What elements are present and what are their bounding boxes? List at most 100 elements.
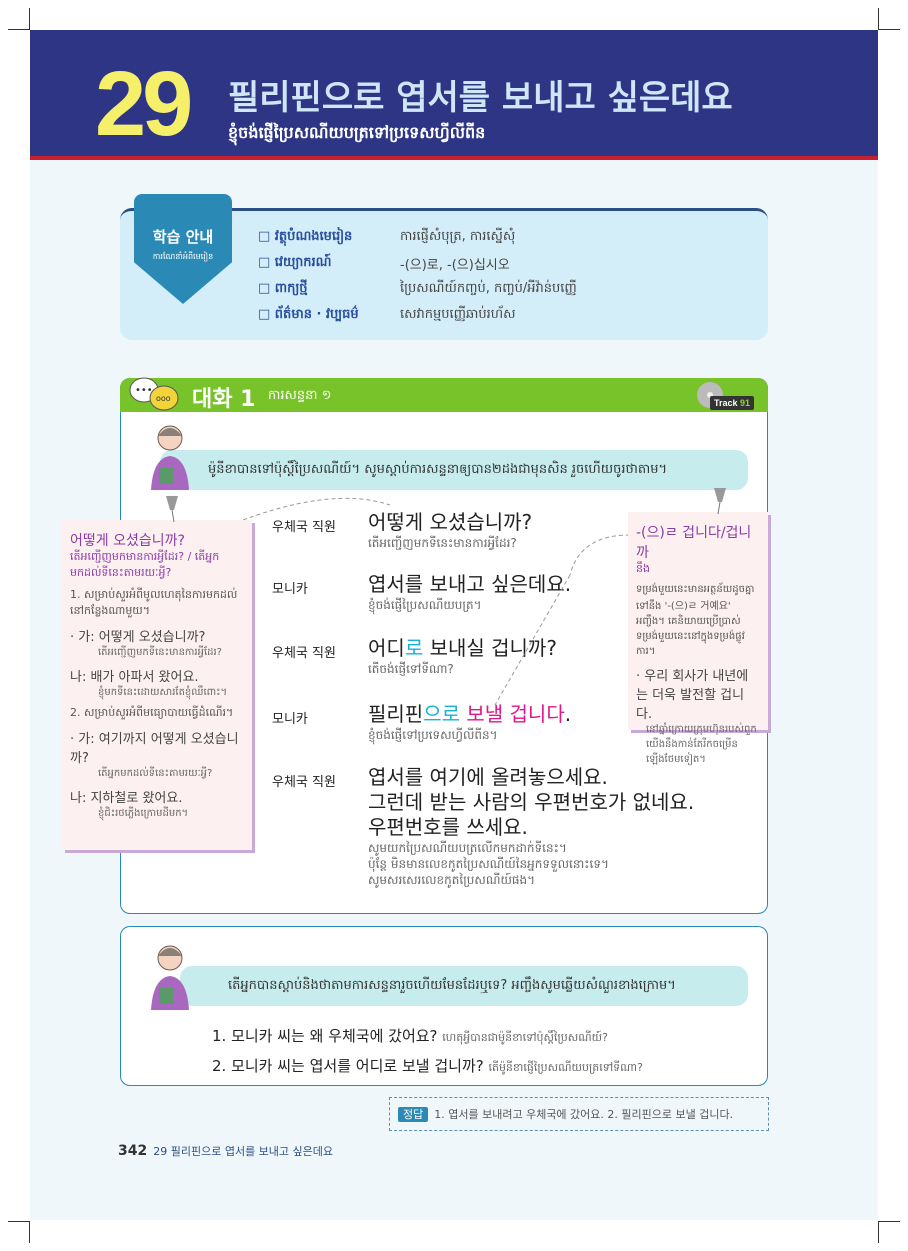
track-number: 91 [740, 398, 751, 408]
grammar-highlight: 으로 [423, 702, 461, 726]
note-title: 어떻게 오셨습니까? [70, 533, 185, 549]
line-korean: 필리핀으로 보낼 겁니다. [368, 702, 571, 727]
question-korean: 2. 모니카 씨는 엽서를 어디로 보낼 겁니까? [212, 1057, 484, 1075]
crop-mark [878, 8, 900, 30]
line-korean: 그런데 받는 사람의 우편번호가 없네요. [368, 790, 695, 814]
grammar-highlight: 로 [404, 636, 424, 660]
svg-text:•••: ••• [135, 385, 153, 396]
questions-panel [120, 926, 768, 1086]
dashed-connectors [229, 497, 631, 706]
guide-item: □ ពាក្យថ្មី ប្រៃសណីយ៍កញ្ចប់, កញ្ចប់/អីវ៉ា… [258, 280, 577, 299]
note-example: · 가: 여기까지 어떻게 오셨습니까? [70, 732, 239, 766]
guide-label: □ វត្ថុបំណងមេរៀន [258, 229, 353, 244]
track-button[interactable]: Track 91 [710, 396, 755, 410]
line-korean: 엽서를 여기에 올려놓으세요. [368, 765, 608, 789]
note-example: · 우리 회사가 내년에는 더욱 발전할 겁니다. [636, 669, 749, 722]
note-title: -(으)ㄹ 겁니다/겁니까 [636, 525, 752, 561]
guide-item: □ ព័ត៌មាន · វប្បធម៌ សេវាកម្មបញ្ញើឆាប់រហ័ស [258, 306, 516, 325]
dialogue-title: 대화 1 [192, 387, 256, 412]
speaker: 모니카 [272, 582, 308, 597]
answer-box: 정답 1. 엽서를 보내려고 우체국에 갔어요. 2. 필리핀으로 보낼 겁니다. [389, 1097, 769, 1131]
crop-mark [878, 1221, 900, 1243]
svg-text:ooo: ooo [156, 394, 171, 403]
page-number: 342 [118, 1143, 148, 1159]
dialogue-title-sub: ការសន្ទនា ១ [268, 388, 332, 403]
question-khmer: ហេតុអ្វីបានជាម៉ូនីខាទៅប៉ុស្តិ៍ប្រៃសណីយ៍? [442, 1031, 608, 1044]
guide-tag-label: 학습 안내 [152, 228, 214, 246]
teacher-avatar-icon [151, 945, 189, 1010]
guide-item: □ វត្ថុបំណងមេរៀន ការផ្ញើសំបុត្រ, ការស្នើស… [258, 228, 515, 247]
line-khmer: តើអញ្ជើញមកទីនេះមានការអ្វីដែរ? [368, 536, 517, 550]
text: 어디 [368, 636, 405, 660]
question-korean: 1. 모니카 씨는 왜 우체국에 갔어요? [212, 1027, 438, 1045]
footer-title: 29 필리핀으로 엽서를 보내고 싶은데요 [153, 1145, 334, 1158]
line-korean: 어디로 보내실 겁니까? [368, 636, 557, 661]
page-footer: 342 29 필리핀으로 엽서를 보내고 싶은데요 [118, 1143, 333, 1159]
line-khmer: ប៉ុន្តែ មិនមានលេខកូតប្រៃសណីយ៍នៃអ្នកទទួលន… [368, 857, 609, 871]
text: . [564, 702, 572, 726]
guide-value: ប្រៃសណីយ៍កញ្ចប់, កញ្ចប់/អីវ៉ាន់បញ្ញើ [400, 281, 577, 296]
speech-bubbles-icon: •••ooo [129, 377, 179, 411]
crop-mark [8, 1221, 30, 1243]
dialogue-line: 우체국 직원 엽서를 여기에 올려놓으세요.그런데 받는 사람의 우편번호가 없네… [272, 765, 694, 888]
note-example-khmer: ខ្ញុំមកទីនេះដោយសារតែខ្ញុំឈឺពោះ។ [98, 687, 228, 698]
line-khmer: ខ្ញុំចង់ផ្ញើប្រៃសណីយបត្រ។ [368, 598, 482, 612]
dialogue-line: 모니카 엽서를 보내고 싶은데요. ខ្ញុំចង់ផ្ញើប្រៃសណីយបត្រ… [272, 572, 571, 613]
guide-label: □ ពាក្យថ្មី [258, 281, 308, 296]
question-item: 2. 모니카 씨는 엽서를 어디로 보낼 겁니까? តើម៉ូនីខាផ្ញើប… [212, 1055, 643, 1077]
guide-label: □ វេយ្យាករណ៍ [258, 255, 332, 270]
answer-text: 1. 엽서를 보내려고 우체국에 갔어요. 2. 필리핀으로 보낼 겁니다. [434, 1108, 734, 1121]
lesson-banner: 29 필리핀으로 엽서를 보내고 싶은데요 ខ្ញុំចង់ផ្ញើប្រៃសណ… [30, 30, 878, 160]
guide-value: ការផ្ញើសំបុត្រ, ការស្នើសុំ [400, 229, 516, 244]
line-khmer: ខ្ញុំចង់ផ្ញើទៅប្រទេសហ្វីលីពីន។ [368, 728, 498, 742]
speaker: 우체국 직원 [272, 520, 336, 535]
crop-mark [8, 8, 30, 30]
note-example: 나: 배가 아파서 왔어요. [70, 670, 199, 685]
note-title-khmer: តើអញ្ជើញមកមានការអ្វីដែរ? / តើអ្នកមកដល់ទី… [70, 550, 220, 579]
line-korean: 엽서를 보내고 싶은데요. [368, 572, 572, 596]
line-khmer: សូមសរសេរលេខកូតប្រៃសណីយ៍ផង។ [368, 873, 536, 887]
note-example-khmer: តើអញ្ជើញមកទីនេះមានការអ្វីដែរ? [98, 647, 222, 658]
question-item: 1. 모니카 씨는 왜 우체국에 갔어요? ហេតុអ្វីបានជាម៉ូនី… [212, 1025, 608, 1047]
note-title-khmer: នឹង [636, 562, 650, 575]
questions-instruction: តើអ្នកបានស្តាប់និងថាតាមការសន្ទនារួចហើយមែ… [180, 966, 748, 1006]
guide-value: សេវាកម្មបញ្ញើឆាប់រហ័ស [400, 307, 516, 322]
guide-label: □ ព័ត៌មាន · វប្បធម៌ [258, 307, 359, 322]
pushpin-icon [714, 488, 726, 515]
note-left: 어떻게 오셨습니까? តើអញ្ជើញមកមានការអ្វីដែរ? / តើ… [62, 520, 252, 850]
dialogue-line: 우체국 직원 어떻게 오셨습니까? តើអញ្ជើញមកទីនេះមានការអ្វ… [272, 510, 532, 551]
note-text: 1. សម្រាប់សួរអំពីមូលហេតុនៃការមកដល់នៅកន្ល… [70, 588, 238, 617]
lesson-number: 29 [95, 53, 193, 155]
guide-item: □ វេយ្យាករណ៍ -(으)로, -(으)십시오 [258, 254, 510, 273]
dialogue-header: •••ooo 대화 1 ការសន្ទនា ១ [120, 377, 768, 412]
track-label: Track [714, 398, 738, 408]
text: 필리핀 [368, 702, 424, 726]
note-right: -(으)ㄹ 겁니다/겁니까 នឹង ទម្រង់មួយនេះមានអត្ថន័យ… [628, 512, 768, 765]
line-korean: 우편번호를 쓰세요. [368, 815, 528, 839]
instruction-bubble: ម៉ូនីខាបានទៅប៉ុស្តិ៍ប្រៃសណីយ៍។ សូមស្តាប់… [160, 450, 748, 490]
answer-badge: 정답 [398, 1107, 429, 1122]
question-khmer: តើម៉ូនីខាផ្ញើប្រៃសណីយបត្រទៅទីណា? [488, 1061, 643, 1074]
expression-highlight: 보낼 겁니다 [460, 702, 565, 726]
note-text: ទម្រង់មួយនេះមានអត្ថន័យដូចគ្នាទៅនឹង '-(으)… [636, 584, 755, 657]
lesson-subtitle: ខ្ញុំចង់ផ្ញើប្រៃសណីយបត្រទៅប្រទេសហ្វីលីពី… [228, 123, 486, 142]
speaker: 우체국 직원 [272, 775, 336, 790]
note-example: · 가: 어떻게 오셨습니까? [70, 630, 206, 645]
text: 보내실 겁니까? [423, 636, 557, 660]
note-example-khmer: ខ្ញុំជិះរថភ្លើងក្រោមដីមក។ [98, 808, 189, 819]
note-example: 나: 지하철로 왔어요. [70, 791, 183, 806]
note-example-khmer: នៅឆ្នាំក្រោយក្រុមហ៊ុនរបស់ពួកយើងនឹងកាន់តែ… [646, 724, 757, 765]
speaker: 모니카 [272, 712, 308, 727]
note-example-khmer: តើអ្នកមកដល់ទីនេះតាមរយៈអ្វី? [98, 768, 213, 779]
line-khmer: សូមយកប្រៃសណីយបត្រលើកមកដាក់ទីនេះ។ [368, 841, 567, 855]
guide-tag-sub: ការណែនាំអំពីមេរៀន [152, 252, 214, 261]
guide-value: -(으)로, -(으)십시오 [400, 258, 510, 273]
line-korean: 어떻게 오셨습니까? [368, 510, 533, 534]
pushpin-icon [166, 496, 178, 523]
lesson-title: 필리핀으로 엽서를 보내고 싶은데요 [228, 78, 733, 118]
note-text: 2. សម្រាប់សួរអំពីមធ្យោបាយធ្វើដំណើរ។ [70, 706, 234, 719]
speaker: 우체국 직원 [272, 646, 336, 661]
teacher-avatar-icon [151, 425, 189, 490]
